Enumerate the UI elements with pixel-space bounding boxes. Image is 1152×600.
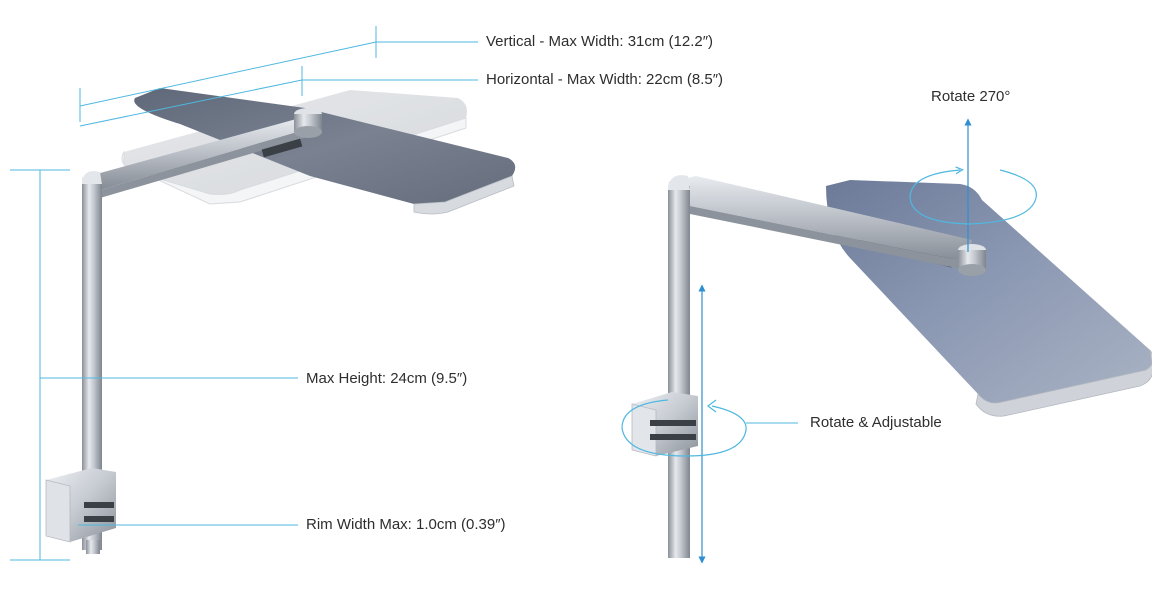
right-clamp xyxy=(631,392,698,457)
vertical-max-width-label: Vertical - Max Width: 31cm (12.2″) xyxy=(486,33,714,50)
left-dimension-lines xyxy=(10,26,478,561)
rim-width-max-label: Rim Width Max: 1.0cm (0.39″) xyxy=(306,516,506,533)
right-pole xyxy=(668,175,690,558)
left-arm xyxy=(82,108,322,198)
left-pole xyxy=(82,171,102,554)
left-lamp xyxy=(45,88,516,554)
rotate-270-ring xyxy=(909,170,1037,225)
rotate-adjust-ring xyxy=(621,399,747,457)
right-annotations xyxy=(621,118,1037,564)
right-arm xyxy=(668,176,986,276)
rotate-270-label: Rotate 270° xyxy=(931,88,1011,105)
horizontal-max-width-label: Horizontal - Max Width: 22cm (8.5″) xyxy=(486,71,724,88)
rotate-adjustable-label: Rotate & Adjustable xyxy=(810,414,942,431)
left-clamp xyxy=(45,468,116,543)
right-lamp xyxy=(631,175,1152,558)
main-panel xyxy=(134,88,516,215)
right-panel xyxy=(826,180,1152,417)
max-height-label: Max Height: 24cm (9.5″) xyxy=(306,370,468,387)
